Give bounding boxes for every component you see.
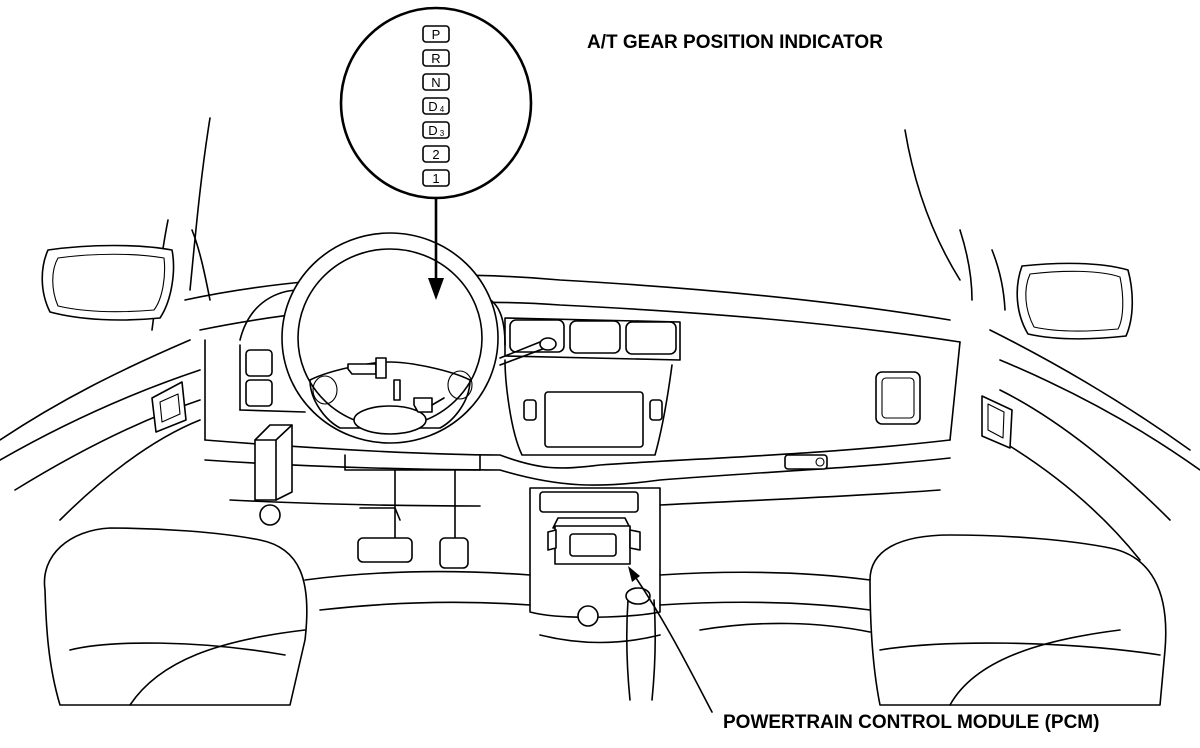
gear-box-label: 1 bbox=[432, 171, 439, 186]
door-panels bbox=[0, 329, 1200, 561]
gear-box-frame bbox=[422, 169, 450, 187]
seats bbox=[43, 527, 1167, 706]
gear-box-p: P bbox=[422, 25, 450, 43]
gear-box-r: R bbox=[422, 49, 450, 67]
gear-shifter bbox=[625, 587, 657, 701]
center-stack bbox=[504, 317, 681, 644]
gear-box-label: 2 bbox=[432, 147, 439, 162]
gear-box-frame bbox=[422, 97, 450, 115]
pcm-label: POWERTRAIN CONTROL MODULE (PCM) bbox=[723, 712, 1099, 733]
pcm-leader bbox=[628, 566, 713, 713]
pedals bbox=[357, 469, 469, 569]
gear-indicator-label: A/T GEAR POSITION INDICATOR bbox=[587, 32, 883, 53]
gear-box-frame bbox=[422, 145, 450, 163]
windshield-frame bbox=[151, 117, 1006, 331]
gear-box-n: N bbox=[422, 73, 450, 91]
gear-box-1: 1 bbox=[422, 169, 450, 187]
left-seat bbox=[43, 527, 308, 706]
gear-box-label: D bbox=[428, 99, 437, 114]
right-mirror bbox=[1016, 262, 1134, 340]
gear-box-label: P bbox=[432, 27, 441, 42]
left-mirror bbox=[41, 244, 175, 321]
gear-box-sublabel: 3 bbox=[440, 129, 445, 138]
gear-box-frame bbox=[422, 73, 450, 91]
gear-box-label: N bbox=[431, 75, 440, 90]
fuse-box bbox=[254, 424, 293, 526]
gear-box-frame bbox=[422, 25, 450, 43]
gear-box-frame bbox=[422, 49, 450, 67]
gear-box-frame bbox=[422, 121, 450, 139]
gear-box-2: 2 bbox=[422, 145, 450, 163]
left-mirror-glass bbox=[52, 253, 166, 313]
gear-box-label: R bbox=[431, 51, 440, 66]
right-mirror-glass bbox=[1025, 270, 1124, 332]
pcm-module bbox=[547, 511, 641, 565]
gear-box-sublabel: 4 bbox=[440, 105, 445, 114]
gear-box-label: D bbox=[428, 123, 437, 138]
right-seat bbox=[869, 534, 1167, 706]
